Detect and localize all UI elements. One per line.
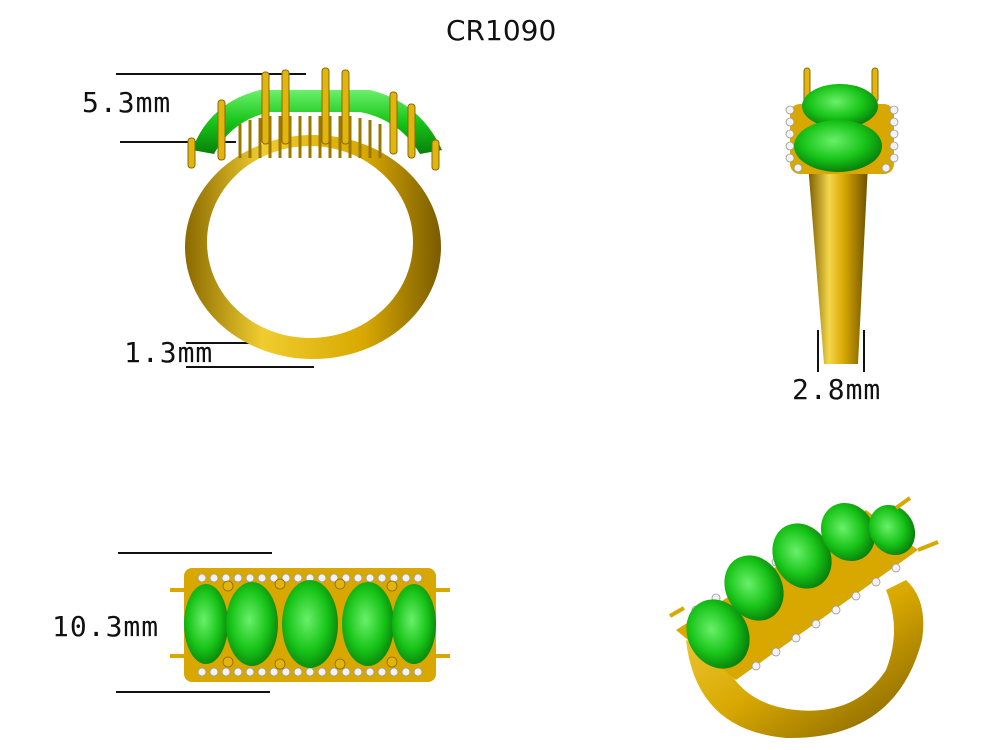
- ring-top-view: [170, 568, 450, 682]
- top-gem-2: [226, 582, 278, 666]
- side-gem-front: [794, 120, 882, 172]
- front-band-inner: [207, 146, 413, 338]
- perspective-gem-3: [772, 523, 832, 589]
- model-title: CR1090: [446, 14, 557, 47]
- perspective-gem-2: [724, 555, 784, 621]
- side-shank: [808, 164, 868, 364]
- perspective-band: [686, 580, 924, 739]
- ring-front-view: [185, 67, 442, 359]
- top-gem-1: [184, 584, 228, 664]
- dim-top-height: 5.3mm: [82, 86, 172, 119]
- ring-perspective-view: [669, 496, 939, 739]
- top-gem-4: [342, 582, 394, 666]
- perspective-gem-5: [868, 504, 916, 556]
- top-gem-5: [392, 584, 436, 664]
- dim-band-thickness: 1.3mm: [124, 336, 214, 369]
- perspective-gem-4: [820, 502, 876, 562]
- dim-face-width: 10.3mm: [52, 610, 160, 643]
- perspective-gem-1: [686, 599, 750, 669]
- front-gem-row: [192, 90, 442, 154]
- top-gem-3: [282, 580, 338, 668]
- dim-shank-width: 2.8mm: [792, 373, 882, 406]
- side-gem-back: [802, 84, 878, 128]
- ring-side-view: [785, 67, 899, 364]
